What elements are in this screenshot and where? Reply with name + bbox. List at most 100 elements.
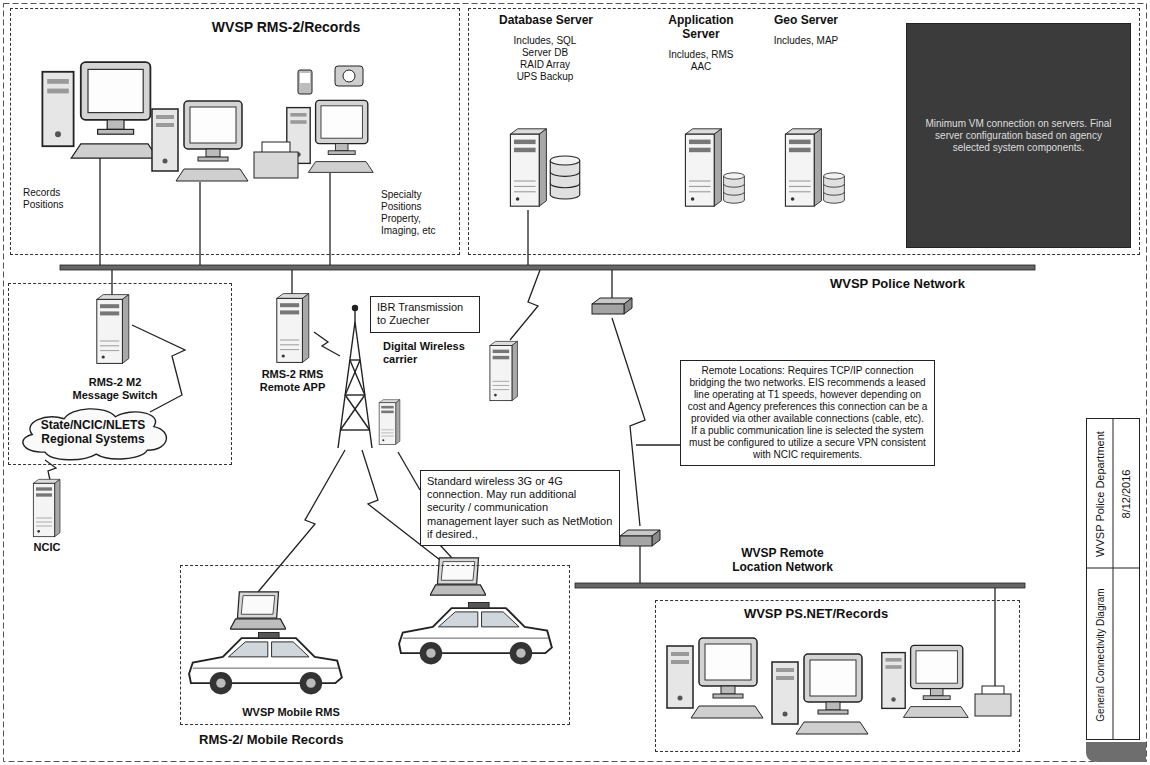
position-caption: Records Positions xyxy=(23,187,85,211)
title-cell: General Connectivity Diagram xyxy=(1095,588,1107,721)
text-block: Includes, SQL Server DB RAID Array UPS B… xyxy=(510,35,580,83)
carrier-server-icon xyxy=(379,400,400,445)
text-block: Includes, RMS AAC xyxy=(665,49,737,73)
wireless-bolt xyxy=(314,332,340,356)
tower-bar xyxy=(345,394,365,395)
tower-brace xyxy=(345,360,360,395)
switch-group: RMS-2 M2 Message SwitchState/NCIC/NLETS … xyxy=(8,283,232,465)
remote-records-group: WVSP PS.NET/Records xyxy=(655,600,1020,752)
page-frame xyxy=(4,4,1147,762)
callout-box: Remote Locations: Requires TCP/IP connec… xyxy=(680,360,935,466)
drop-wire xyxy=(199,182,200,266)
group-heading: RMS-2/ Mobile Records xyxy=(199,732,419,748)
laptop-icon xyxy=(430,558,486,595)
note-box: Minimum VM connection on servers. Final … xyxy=(906,23,1131,248)
server-name: Application Server xyxy=(656,13,746,42)
text-block: Database Server xyxy=(481,13,611,27)
server-contents: Includes, MAP xyxy=(770,35,842,47)
workstation-icon xyxy=(287,100,373,172)
tower-antenna xyxy=(354,310,355,322)
network-bus xyxy=(60,265,1035,270)
remote-app-server-icon xyxy=(277,294,309,363)
drop-wire xyxy=(994,588,995,686)
leader-line xyxy=(636,444,680,445)
text-block: Application Server xyxy=(656,13,746,42)
printer-body xyxy=(254,152,298,178)
drop-wire xyxy=(527,210,528,266)
ncic-server-icon xyxy=(33,479,60,536)
mobile-icons xyxy=(189,558,552,695)
title-tab xyxy=(1086,742,1146,762)
callout-text: Standard wireless 3G or 4G connection. M… xyxy=(427,475,613,541)
radio-tower xyxy=(338,306,372,449)
text-block: RMS-2/ Mobile Records xyxy=(199,732,419,748)
text-block: Minimum VM connection on servers. Final … xyxy=(919,118,1118,154)
position-caption: Specialty Positions Property, Imaging, e… xyxy=(381,189,457,237)
handheld-body xyxy=(298,70,312,94)
wireless-bolt xyxy=(510,270,540,340)
network-wires xyxy=(45,158,995,686)
mobile-group: WVSP Mobile RMSRMS-2/ Mobile Records xyxy=(180,565,570,725)
text-block: WVSP Mobile RMS xyxy=(221,706,361,719)
drop-wire xyxy=(99,158,100,266)
text-block: Specialty Positions Property, Imaging, e… xyxy=(381,189,457,237)
tower-beacon xyxy=(353,306,358,311)
text-block: Geo Server xyxy=(761,13,851,27)
title-block: WVSP Police Department 8/12/2016General C… xyxy=(1086,418,1140,740)
text-block: WVSP RMS-2/Records xyxy=(201,19,371,36)
cloud-text: State/NCIC/NLETS Regional Systems xyxy=(37,418,149,447)
label-block: Digital Wireless carrier xyxy=(383,340,483,366)
label-block: WVSP Police Network xyxy=(830,276,1000,292)
title-cell: WVSP Police Department xyxy=(1094,431,1107,557)
cloud-shape xyxy=(23,408,167,459)
workstation-icon xyxy=(772,654,868,734)
label-block: WVSP Remote Location Network xyxy=(720,546,845,575)
switch-server-icon xyxy=(97,295,129,364)
device-label: Digital Wireless carrier xyxy=(383,340,483,366)
workstation-icon xyxy=(152,101,248,181)
note-text: Minimum VM connection on servers. Final … xyxy=(919,118,1118,154)
group-heading: WVSP RMS-2/Records xyxy=(201,19,371,36)
police-car-icon xyxy=(189,633,342,695)
raid-icon xyxy=(550,156,579,199)
records-group: WVSP RMS-2/RecordsRecords Positions Speci… xyxy=(10,8,460,255)
server-icon xyxy=(785,129,821,206)
text-block: RMS-2 M2 Message Switch xyxy=(65,376,165,402)
title-divider xyxy=(1086,568,1140,569)
workstation-icon xyxy=(667,638,763,718)
network-cloud: State/NCIC/NLETS Regional Systems xyxy=(13,403,173,462)
date-cell: 8/12/2016 xyxy=(1120,470,1133,519)
workstation-icon xyxy=(882,645,968,717)
callout-box: Standard wireless 3G or 4G connection. M… xyxy=(420,470,620,546)
tower-brace xyxy=(340,395,364,430)
server-contents: Includes, SQL Server DB RAID Array UPS B… xyxy=(510,35,580,83)
printer-body xyxy=(975,694,1011,716)
text-block: Standard wireless 3G or 4G connection. M… xyxy=(427,475,613,541)
drop-wire xyxy=(611,270,612,300)
police-car-icon xyxy=(399,603,552,665)
network-label: WVSP Police Network xyxy=(830,276,1000,292)
label-block: RMS-2 RMS Remote APP xyxy=(250,368,335,394)
text-block: General Connectivity Diagram xyxy=(1095,588,1107,721)
leader-line xyxy=(398,452,420,490)
ibr-server-icon xyxy=(490,341,518,400)
network-label: WVSP Remote Location Network xyxy=(720,546,845,575)
server-icon xyxy=(510,129,546,206)
router-icon xyxy=(620,530,660,546)
records-icons xyxy=(42,62,373,181)
callout-box: IBR Transmission to Zuecher xyxy=(370,296,480,333)
text-block: IBR Transmission to Zuecher xyxy=(377,301,473,327)
workstation-icon xyxy=(42,62,157,158)
text-block: WVSP PS.NET/Records xyxy=(716,606,916,622)
text-block: 8/12/2016 xyxy=(1120,470,1133,519)
leader-line xyxy=(440,545,452,558)
text-block: Records Positions xyxy=(23,187,85,211)
laptop-icon xyxy=(230,592,286,629)
server-icon xyxy=(685,129,721,206)
server-name: Database Server xyxy=(481,13,611,27)
tower-bar xyxy=(340,429,369,430)
label-block: NCIC xyxy=(22,541,72,554)
tower-bar xyxy=(350,359,360,360)
disk-icon xyxy=(724,173,745,203)
